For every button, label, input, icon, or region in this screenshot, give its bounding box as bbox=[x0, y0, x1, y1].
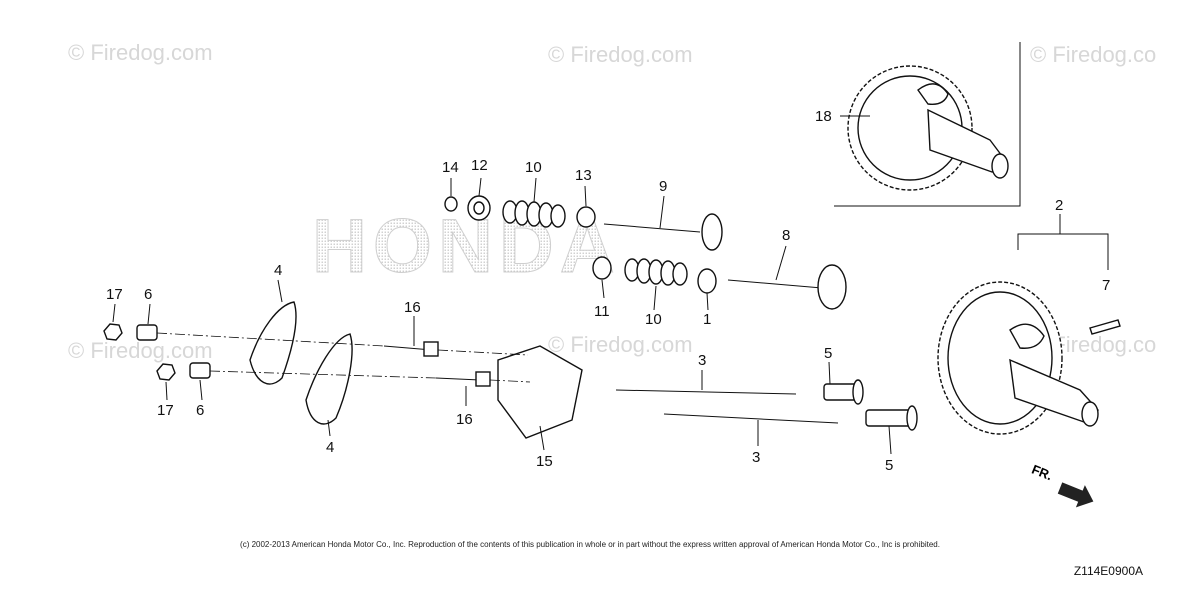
valve-rotator bbox=[576, 206, 596, 228]
callout-17: 17 bbox=[106, 286, 123, 303]
callout-3: 3 bbox=[698, 352, 706, 369]
assembly-lines bbox=[156, 332, 531, 383]
pivot-nut bbox=[156, 363, 176, 381]
callout-14: 14 bbox=[442, 159, 459, 176]
valve-retainer-hole bbox=[473, 201, 485, 215]
callout-16: 16 bbox=[456, 411, 473, 428]
callout-11: 11 bbox=[594, 303, 610, 320]
callout-2: 2 bbox=[1055, 197, 1063, 214]
watermark: © Firedog.com bbox=[68, 40, 213, 65]
watermark: © Firedog.com bbox=[548, 42, 693, 67]
push-rod-guide-plate bbox=[497, 345, 583, 439]
copyright-notice: (c) 2002-2013 American Honda Motor Co., … bbox=[240, 540, 940, 549]
valve-head bbox=[701, 213, 723, 251]
brand-watermark: HONDA bbox=[312, 204, 621, 289]
decompressor-spring bbox=[1089, 319, 1121, 335]
valve-retainer-lower bbox=[592, 256, 612, 280]
callout-7: 7 bbox=[1102, 277, 1110, 294]
front-direction-label: FR. bbox=[1030, 462, 1055, 484]
callout-4: 4 bbox=[274, 262, 282, 279]
callout-18: 18 bbox=[815, 108, 832, 125]
tappet-head bbox=[906, 405, 918, 431]
callout-12: 12 bbox=[471, 157, 488, 174]
valve-head bbox=[817, 264, 847, 310]
callout-1: 1 bbox=[703, 311, 711, 328]
callout-numbers: 18 14 12 10 13 9 8 11 10 1 2 7 4 4 17 6 … bbox=[106, 108, 1110, 474]
valve-cap bbox=[444, 196, 458, 212]
diagram-code: Z114E0900A bbox=[1073, 564, 1143, 578]
callout-17: 17 bbox=[157, 402, 174, 419]
valve-lower bbox=[727, 264, 847, 310]
rocker-pivot bbox=[136, 324, 158, 341]
callout-13: 13 bbox=[575, 167, 592, 184]
valve-spring-lower bbox=[624, 258, 688, 286]
pivot-nut bbox=[103, 323, 123, 341]
callout-4: 4 bbox=[326, 439, 334, 456]
callout-5: 5 bbox=[885, 457, 893, 474]
rocker-pivot bbox=[189, 362, 211, 379]
callout-10: 10 bbox=[645, 311, 662, 328]
callout-3: 3 bbox=[752, 449, 760, 466]
watermark: © Firedog.co bbox=[1030, 42, 1156, 67]
callout-6: 6 bbox=[144, 286, 152, 303]
leader-lines bbox=[112, 115, 1109, 455]
watermark: © Firedog.com bbox=[68, 338, 213, 363]
valve-upper bbox=[603, 213, 723, 251]
pivot-bolt bbox=[475, 371, 491, 387]
cam-shaft-end bbox=[1081, 401, 1099, 427]
callout-9: 9 bbox=[659, 178, 667, 195]
camshaft-inset bbox=[834, 42, 1021, 207]
callout-6: 6 bbox=[196, 402, 204, 419]
pivot-bolt bbox=[423, 341, 439, 357]
tappet-head bbox=[852, 379, 864, 405]
valve-stem-seal bbox=[697, 268, 717, 294]
front-direction-arrow bbox=[1057, 482, 1094, 508]
callout-15: 15 bbox=[536, 453, 553, 470]
camshaft-assembly bbox=[937, 281, 1121, 435]
rocker-arm-lower bbox=[305, 333, 353, 425]
callout-5: 5 bbox=[824, 345, 832, 362]
rocker-arm-upper bbox=[249, 301, 297, 385]
decompressor bbox=[1009, 323, 1045, 349]
decompressor bbox=[917, 83, 949, 105]
callout-16: 16 bbox=[404, 299, 421, 316]
valve-spring-upper bbox=[502, 200, 566, 228]
watermark: © Firedog.com bbox=[548, 332, 693, 357]
cam-shaft-end bbox=[991, 153, 1009, 179]
callout-8: 8 bbox=[782, 227, 790, 244]
callout-10: 10 bbox=[525, 159, 542, 176]
